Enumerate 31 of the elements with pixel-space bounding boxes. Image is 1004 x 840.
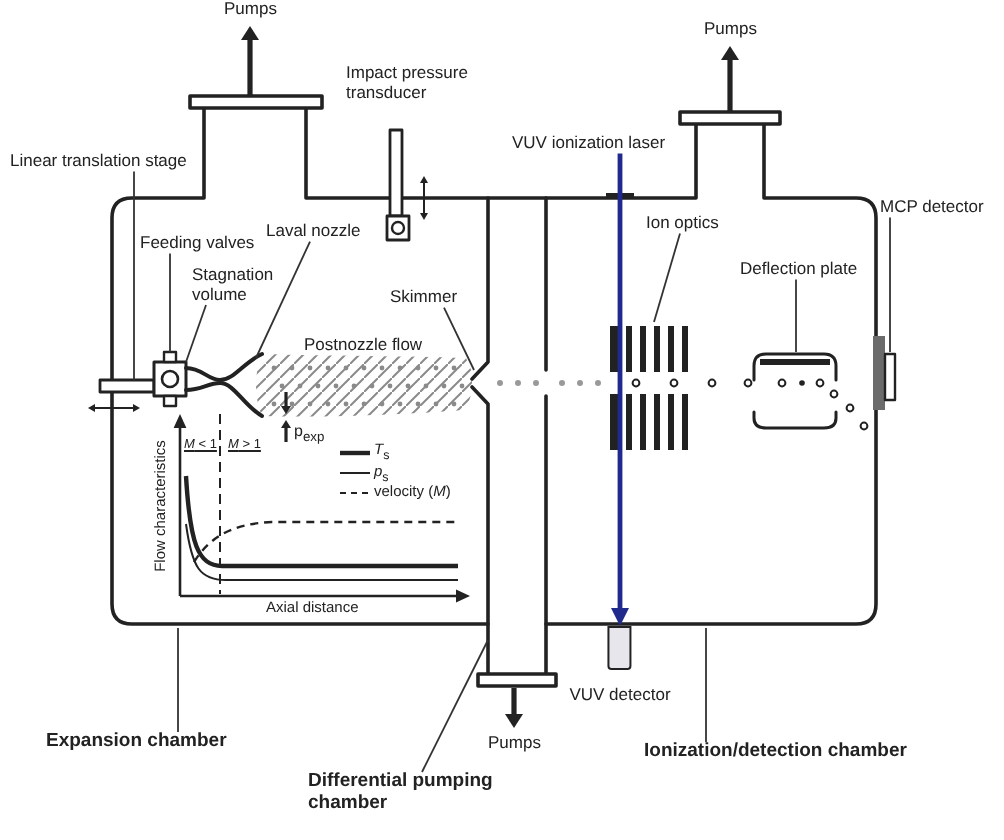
chamber-label: Expansion chamber: [46, 732, 227, 754]
part-label: Skimmer: [390, 288, 458, 308]
leader-line: [653, 232, 681, 323]
pumps-label: Pumps: [704, 20, 757, 40]
part-label: MCP detector: [880, 198, 984, 218]
chamber-label: Differential pumping chamber: [308, 772, 498, 816]
pressure-label: p$_{exp}$: [294, 422, 325, 447]
part-label: Impact pressure transducer: [346, 64, 470, 104]
part-label: VUV detector: [569, 686, 671, 706]
part-label: Laval nozzle: [266, 222, 361, 242]
leader-line: [177, 627, 179, 733]
leader-line: [421, 639, 489, 773]
leader-line: [889, 216, 891, 353]
pumps-label: Pumps: [224, 0, 277, 20]
flow-label: Postnozzle flow: [304, 336, 423, 356]
leader-line: [185, 304, 207, 363]
laser-beam-arrow: [611, 153, 629, 626]
leader-line: [795, 278, 797, 353]
part-label: Stagnation volume: [192, 266, 276, 306]
leader-line: [169, 252, 171, 353]
leader-line: [705, 627, 707, 743]
part-label: Ion optics: [646, 214, 719, 234]
part-label: VUV ionization laser: [512, 134, 666, 154]
leader-line: [255, 240, 311, 359]
pumps-label: Pumps: [488, 734, 541, 754]
leader-line: [443, 306, 475, 371]
part-label: Feeding valves: [140, 234, 255, 254]
chamber-label: Ionization/detection chamber: [644, 742, 907, 764]
part-label: Deflection plate: [740, 260, 858, 280]
part-label: Linear translation stage: [10, 152, 187, 172]
leader-line: [133, 170, 135, 381]
